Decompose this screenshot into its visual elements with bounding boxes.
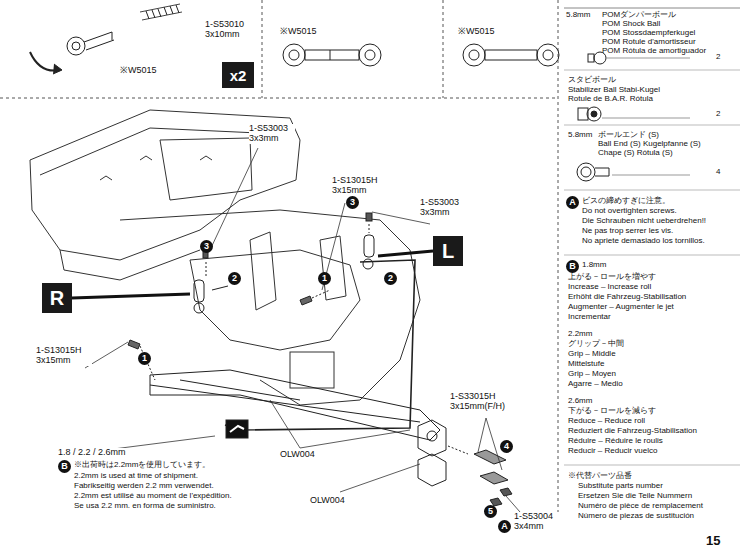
- letter-box: x2: [222, 62, 254, 88]
- part-label: Numéro de pièce de remplacement: [578, 502, 703, 511]
- part-label: Se usa 2.2 mm. en forma de suministro.: [74, 502, 216, 511]
- part-label: Incrementar: [568, 313, 611, 322]
- part-label: Chape (S) Rótula (S): [598, 149, 673, 158]
- part-label: ボールエンド (S): [598, 131, 659, 140]
- part-label: 下がる－ロールを減らす: [568, 407, 656, 416]
- part-label: 2.2mm est utilisé au moment de l'expédit…: [74, 492, 232, 501]
- box-letter: x2: [230, 67, 247, 84]
- part-label: Augmenter – Augmenter le jet: [568, 303, 674, 312]
- part-label: Ne pas trop serrer les vis.: [582, 227, 673, 236]
- callout-number: 2: [228, 272, 241, 285]
- callout-number: 5: [484, 505, 497, 518]
- part-label: Substitute parts number: [578, 482, 663, 491]
- part-label: ※代替パーツ品番: [568, 472, 632, 481]
- callout-number: 1: [318, 272, 331, 285]
- part-label: Reduziert die Fahrzeug-Stabilisation: [568, 427, 697, 436]
- part-label: Ersetzen Sie die Teile Nummern: [578, 492, 692, 501]
- part-label: 2.6mm: [568, 397, 592, 406]
- part-label: POM Stossdaempferkugel: [602, 29, 695, 38]
- part-label: Rotule de B.A.R. Rótula: [568, 95, 653, 104]
- callout-number: 4: [500, 440, 513, 453]
- part-label: Fabrikseitig werden 2.2 mm verwendet.: [74, 482, 214, 491]
- part-label: Reducir – Reducir vuelco: [568, 447, 657, 456]
- letter-box: L: [433, 236, 463, 266]
- callout-number: 2: [384, 272, 397, 285]
- part-label: Do not overtighten screws.: [582, 207, 677, 216]
- part-label: POM Rótula de amortiguador: [602, 47, 706, 56]
- part-label: 1-S53004 3x4mm: [514, 512, 564, 532]
- part-label: ※W5015: [458, 27, 495, 37]
- part-label: POM Shock Ball: [602, 20, 660, 29]
- part-label: 1-S13015H 3x15mm: [36, 346, 92, 366]
- letter-box: R: [42, 283, 72, 313]
- part-label: ※W5015: [120, 66, 157, 76]
- callout-number: A: [566, 196, 579, 209]
- part-label: 1-S33015H 3x15mm(F/H): [450, 392, 526, 412]
- part-label: Ball End (S) Kugelpfanne (S): [598, 140, 701, 149]
- part-label: 1.8mm: [582, 261, 606, 270]
- part-label: ※出荷時は2.2mmを使用しています。: [74, 461, 210, 470]
- part-label: 2.2mm is used at time of shipment.: [74, 472, 198, 481]
- part-label: Agarre – Medio: [568, 380, 623, 389]
- part-label: Grip – Middle: [568, 350, 616, 359]
- part-label: OLW004: [280, 450, 315, 460]
- box-letter: L: [442, 240, 454, 263]
- part-label: 1-S53003 3x3mm: [249, 124, 295, 144]
- part-label: 4: [716, 168, 720, 177]
- part-label: ※W5015: [280, 27, 317, 37]
- callout-number: 3: [346, 196, 359, 209]
- callout-number: A: [498, 520, 511, 533]
- part-label: 5.8mm: [566, 11, 590, 20]
- part-label: 5.8mm: [568, 131, 592, 140]
- part-label: Die Schrauben nicht ueberdrehen!!: [582, 217, 706, 226]
- part-label: Réduire – Réduire le roulis: [568, 437, 663, 446]
- callout-number: 3: [200, 240, 213, 253]
- part-label: Reduce – Reduce roll: [568, 417, 645, 426]
- part-label: POMダンパーボール: [602, 11, 676, 20]
- part-label: No apriete demasiado los tornillos.: [582, 237, 705, 246]
- part-label: Increase – Increase roll: [568, 283, 651, 292]
- part-label: 2.2mm: [568, 330, 592, 339]
- part-label: Mittelstufe: [568, 360, 604, 369]
- part-label: ビスの締めすぎに注意。: [582, 197, 670, 206]
- part-label: グリップ－中間: [568, 340, 624, 349]
- callout-number: 1: [138, 352, 151, 365]
- part-label: 2: [716, 53, 720, 62]
- part-label: POM Rotule d'amortisseur: [602, 38, 696, 47]
- part-label: OLW004: [310, 496, 345, 506]
- part-label: 1.8 / 2.2 / 2.6mm: [58, 448, 126, 458]
- part-label: 1-S53003 3x3mm: [420, 198, 466, 218]
- part-label: 1-S53010 3x10mm: [205, 20, 253, 40]
- callout-number: B: [566, 260, 579, 273]
- part-label: 上がる－ロールを増やす: [568, 273, 656, 282]
- part-label: Número de piezas de sustitución: [578, 512, 694, 521]
- part-label: Stabilizer Ball Stabi-Kugel: [568, 86, 660, 95]
- part-label: Erhöht die Fahrzeug-Stabilisation: [568, 293, 686, 302]
- box-letter: R: [50, 287, 64, 310]
- part-label: 2: [716, 110, 720, 119]
- page-number: 15: [706, 534, 720, 548]
- part-label: 1-S13015H 3x15mm: [332, 176, 388, 196]
- callout-number: B: [58, 460, 71, 473]
- part-label: Grip – Moyen: [568, 370, 616, 379]
- part-label: スタビボール: [568, 76, 616, 85]
